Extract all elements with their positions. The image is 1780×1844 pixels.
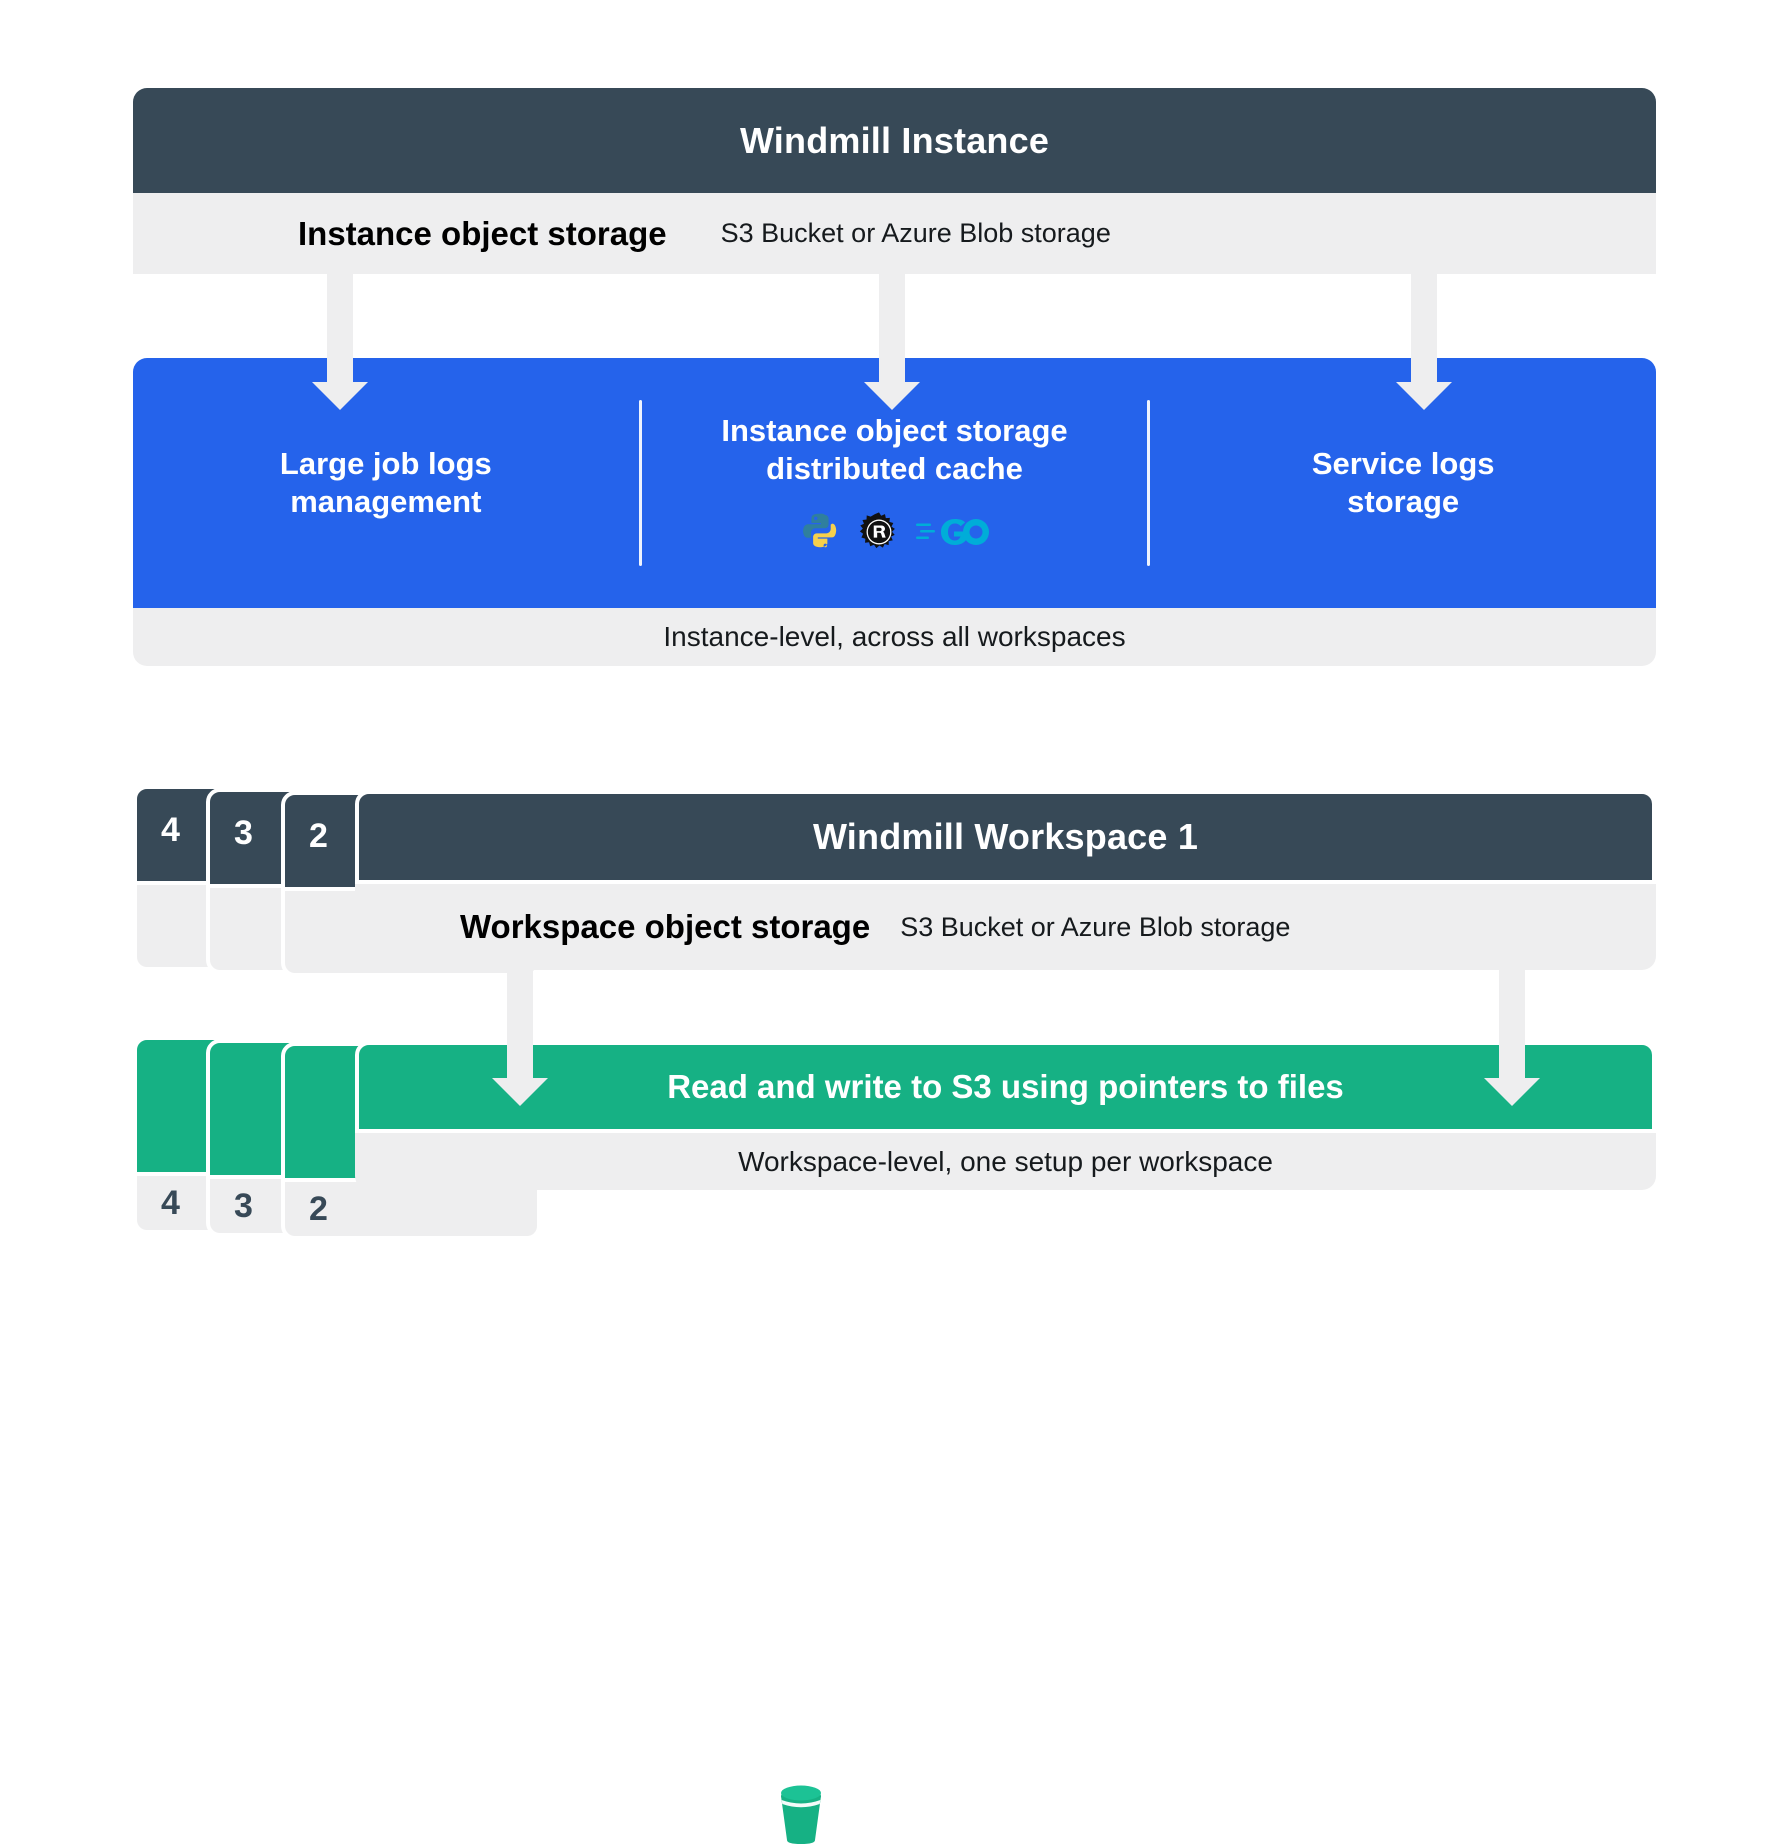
workspace-storage-sublabel: S3 Bucket or Azure Blob storage <box>900 911 1291 942</box>
workspace-footnote-text: Workspace-level, one setup per workspace <box>738 1145 1273 1177</box>
workspace-footnote: Workspace-level, one setup per workspace <box>355 1133 1656 1190</box>
instance-features-band: Large job logs management Instance objec… <box>133 358 1656 608</box>
workspace-stack-label-4: 4 <box>161 811 180 849</box>
feature-1-line2: management <box>290 484 482 519</box>
diagram-canvas: Windmill Instance Instance object storag… <box>133 88 1656 1844</box>
green-stack-label-3: 3 <box>234 1186 253 1225</box>
instance-footnote-text: Instance-level, across all workspaces <box>663 621 1126 652</box>
feature-divider-2 <box>1147 400 1151 566</box>
instance-footnote: Instance-level, across all workspaces <box>133 608 1656 666</box>
feature-large-job-logs: Large job logs management <box>133 358 639 608</box>
green-stack-label-4: 4 <box>161 1183 180 1222</box>
rust-icon <box>858 511 900 553</box>
connector-arrow-right <box>1396 274 1452 410</box>
green-stack-label-2: 2 <box>309 1189 328 1228</box>
feature-3-line1: Service logs <box>1311 446 1495 482</box>
feature-2-line2: distributed cache <box>766 451 1023 486</box>
feature-service-logs: Service logs storage <box>1150 358 1656 608</box>
feature-distributed-cache: Instance object storage distributed cach… <box>642 358 1148 608</box>
workspace-stack-label-2: 2 <box>309 817 328 855</box>
connector-arrow-workspace-right <box>1484 970 1540 1106</box>
connector-arrow-workspace-left <box>492 970 548 1106</box>
connector-arrow-left <box>312 274 368 410</box>
workspace-storage-label: Workspace object storage <box>460 908 871 945</box>
feature-1-line1: Large job logs <box>279 446 492 482</box>
instance-header-title: Windmill Instance <box>739 119 1050 161</box>
arrow-head-icon <box>864 382 920 410</box>
arrow-head-icon <box>1396 382 1452 410</box>
bucket-icon <box>773 1782 829 1844</box>
feature-divider-1 <box>638 400 642 566</box>
feature-3-line2: storage <box>1347 484 1460 519</box>
green-banner: Read and write to S3 using pointers to f… <box>355 1041 1656 1133</box>
green-banner-text: Read and write to S3 using pointers to f… <box>667 1068 1344 1105</box>
go-icon <box>915 515 990 549</box>
green-stack-foot-2: 2 <box>281 1182 541 1240</box>
instance-header: Windmill Instance <box>133 88 1656 193</box>
instance-storage-sublabel: S3 Bucket or Azure Blob storage <box>720 218 1111 248</box>
language-icons <box>800 510 990 554</box>
arrow-head-icon <box>312 382 368 410</box>
python-icon <box>800 511 842 553</box>
arrow-head-icon <box>1484 1078 1540 1106</box>
connector-arrow-center <box>864 274 920 410</box>
instance-object-storage-row: Instance object storage S3 Bucket or Azu… <box>133 193 1656 453</box>
workspace-object-storage-row: Workspace object storage S3 Bucket or Az… <box>355 884 1656 1844</box>
instance-storage-label: Instance object storage <box>298 214 667 252</box>
workspace-header-title: Windmill Workspace 1 <box>812 816 1199 857</box>
workspace-header: Windmill Workspace 1 <box>355 790 1656 884</box>
workspace-stack-label-3: 3 <box>234 814 253 852</box>
arrow-head-icon <box>492 1078 548 1106</box>
feature-2-line1: Instance object storage <box>721 413 1068 449</box>
